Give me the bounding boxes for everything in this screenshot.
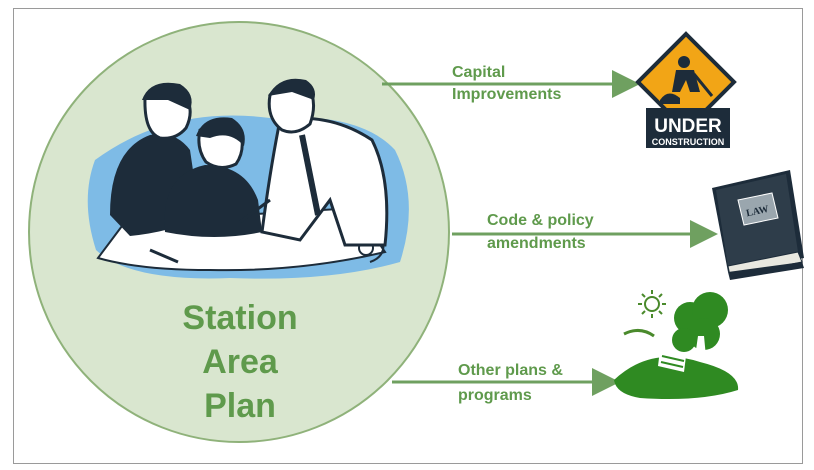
law-book-icon: LAW [712, 170, 804, 280]
arrow-capital-improvements [382, 70, 640, 98]
park-bench-tree-icon [614, 290, 739, 399]
sign-construction-text: CONSTRUCTION [652, 137, 725, 147]
sign-under-text: UNDER [654, 116, 722, 137]
label-other-line-1: Other plans & [458, 362, 563, 379]
arrow-other-plans [392, 368, 620, 396]
arrow-code-policy [452, 220, 718, 248]
label-capital-line-2: Improvements [452, 86, 562, 103]
planning-team-illustration [87, 78, 409, 279]
book-law-text: LAW [745, 204, 770, 219]
label-other-line-2: programs [458, 387, 532, 404]
circle-title-line-2: Area [202, 343, 278, 381]
under-construction-icon: UNDER CONSTRUCTION [635, 31, 737, 148]
label-capital-line-1: Capital [452, 64, 506, 81]
label-code-line-1: Code & policy [487, 212, 594, 229]
label-code-line-2: amendments [487, 235, 586, 252]
circle-title-line-1: Station [182, 299, 298, 337]
circle-title-line-3: Plan [204, 387, 276, 425]
